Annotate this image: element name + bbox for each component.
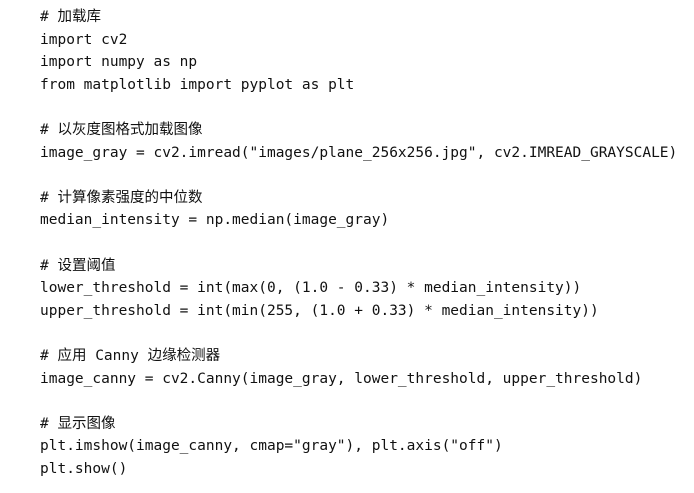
code-line-comment: # 显示图像	[40, 415, 116, 432]
code-line: image_canny = cv2.Canny(image_gray, lowe…	[40, 370, 643, 387]
code-line: median_intensity = np.median(image_gray)	[40, 212, 390, 229]
code-line-blank	[40, 164, 690, 187]
code-line: upper_threshold = int(min(255, (1.0 + 0.…	[40, 302, 599, 319]
code-line: plt.show()	[40, 460, 128, 477]
code-line-comment: # 应用 Canny 边缘检测器	[40, 347, 221, 364]
code-line: lower_threshold = int(max(0, (1.0 - 0.33…	[40, 280, 582, 297]
code-line-blank	[40, 232, 690, 255]
code-line-blank	[40, 96, 690, 119]
code-line-blank	[40, 322, 690, 345]
code-line: import numpy as np	[40, 54, 198, 71]
code-line: from matplotlib import pyplot as plt	[40, 76, 355, 93]
code-line-comment: # 以灰度图格式加载图像	[40, 121, 203, 138]
code-line-comment: # 加载库	[40, 9, 101, 25]
code-line-comment: # 设置阈值	[40, 257, 116, 274]
code-line-blank	[40, 390, 690, 413]
code-line-comment: # 计算像素强度的中位数	[40, 189, 203, 206]
code-line: import cv2	[40, 31, 128, 48]
code-listing: # 加载库 import cv2 import numpy as np from…	[40, 6, 690, 480]
code-line: image_gray = cv2.imread("images/plane_25…	[40, 144, 678, 161]
code-line: plt.imshow(image_canny, cmap="gray"), pl…	[40, 438, 503, 455]
